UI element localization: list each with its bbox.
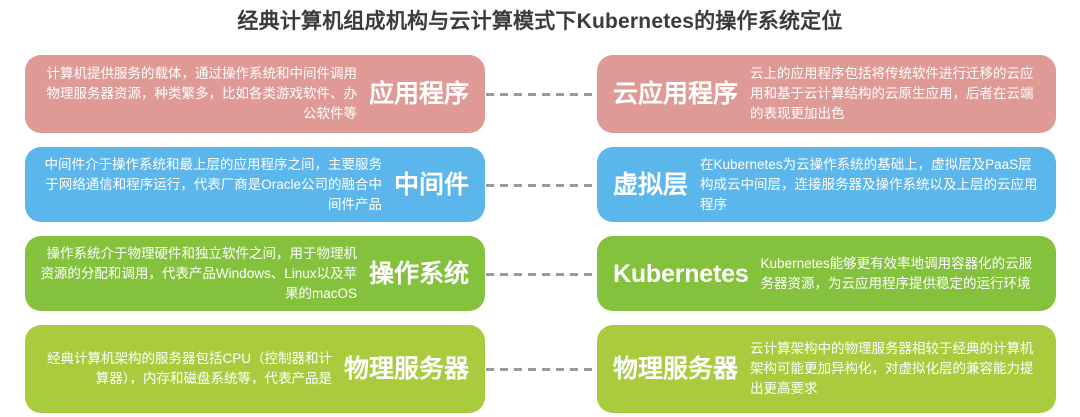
diagram-row: 计算机提供服务的载体，通过操作系统和中间件调用物理服务器资源，种类繁多，比如各类… [0,55,1080,133]
card-label: Kubernetes [613,259,749,288]
card-label: 应用程序 [368,80,469,108]
diagram-row: 中间件介于操作系统和最上层的应用程序之间，主要服务于网络通信和程序运行，代表厂商… [0,147,1080,222]
card-label: 物理服务器 [343,355,469,383]
card-label: 操作系统 [368,259,469,288]
connector-dashed-line [486,272,596,276]
card-description: 计算机提供服务的载体，通过操作系统和中间件调用物理服务器资源，种类繁多，比如各类… [46,66,357,121]
layer-comparison-diagram: 计算机提供服务的载体，通过操作系统和中间件调用物理服务器资源，种类繁多，比如各类… [0,46,1080,417]
connector-dashed-line [486,93,596,96]
card-label: 物理服务器 [613,355,739,383]
card-description: 操作系统介于物理硬件和独立软件之间，用于物理机资源的分配和调用，代表产品Wind… [40,245,357,301]
card-description: 经典计算机架构的服务器包括CPU（控制器和计算器），内存和磁盘系统等，代表产品是 [46,351,332,386]
cloud-layer-card[interactable]: 云应用程序 云上的应用程序包括将传统软件进行迁移的云应用和基于云计算结构的云原生… [597,55,1056,133]
card-label: 中间件 [393,170,469,199]
card-description: 云计算架构中的物理服务器相较于经典的计算机架构可能更加异构化，对虚拟化层的兼容能… [750,341,1034,396]
diagram-row: 经典计算机架构的服务器包括CPU（控制器和计算器），内存和磁盘系统等，代表产品是… [0,325,1080,413]
classic-layer-card[interactable]: 操作系统介于物理硬件和独立软件之间，用于物理机资源的分配和调用，代表产品Wind… [25,236,485,311]
classic-layer-card[interactable]: 计算机提供服务的载体，通过操作系统和中间件调用物理服务器资源，种类繁多，比如各类… [25,55,485,133]
card-description: Kubernetes能够更有效率地调用容器化的云服务器资源，为云应用程序提供稳定… [760,255,1033,291]
cloud-layer-card[interactable]: Kubernetes Kubernetes能够更有效率地调用容器化的云服务器资源… [597,236,1056,311]
page-title: 经典计算机组成机构与云计算模式下Kubernetes的操作系统定位 [237,10,843,33]
card-label: 虚拟层 [613,170,689,199]
card-description: 在Kubernetes为云操作系统的基础上，虚拟层及PaaS层构成云中间层，连接… [700,156,1038,212]
classic-layer-card[interactable]: 经典计算机架构的服务器包括CPU（控制器和计算器），内存和磁盘系统等，代表产品是… [25,325,485,413]
card-description: 云上的应用程序包括将传统软件进行迁移的云应用和基于云计算结构的云原生应用，后者在… [750,66,1034,121]
classic-layer-card[interactable]: 中间件介于操作系统和最上层的应用程序之间，主要服务于网络通信和程序运行，代表厂商… [25,147,485,222]
diagram-row: 操作系统介于物理硬件和独立软件之间，用于物理机资源的分配和调用，代表产品Wind… [0,236,1080,311]
card-label: 云应用程序 [613,80,739,108]
card-description: 中间件介于操作系统和最上层的应用程序之间，主要服务于网络通信和程序运行，代表厂商… [44,156,382,212]
connector-dashed-line [486,368,596,371]
cloud-layer-card[interactable]: 虚拟层 在Kubernetes为云操作系统的基础上，虚拟层及PaaS层构成云中间… [597,147,1056,222]
cloud-layer-card[interactable]: 物理服务器 云计算架构中的物理服务器相较于经典的计算机架构可能更加异构化，对虚拟… [597,325,1056,413]
connector-dashed-line [486,183,596,187]
